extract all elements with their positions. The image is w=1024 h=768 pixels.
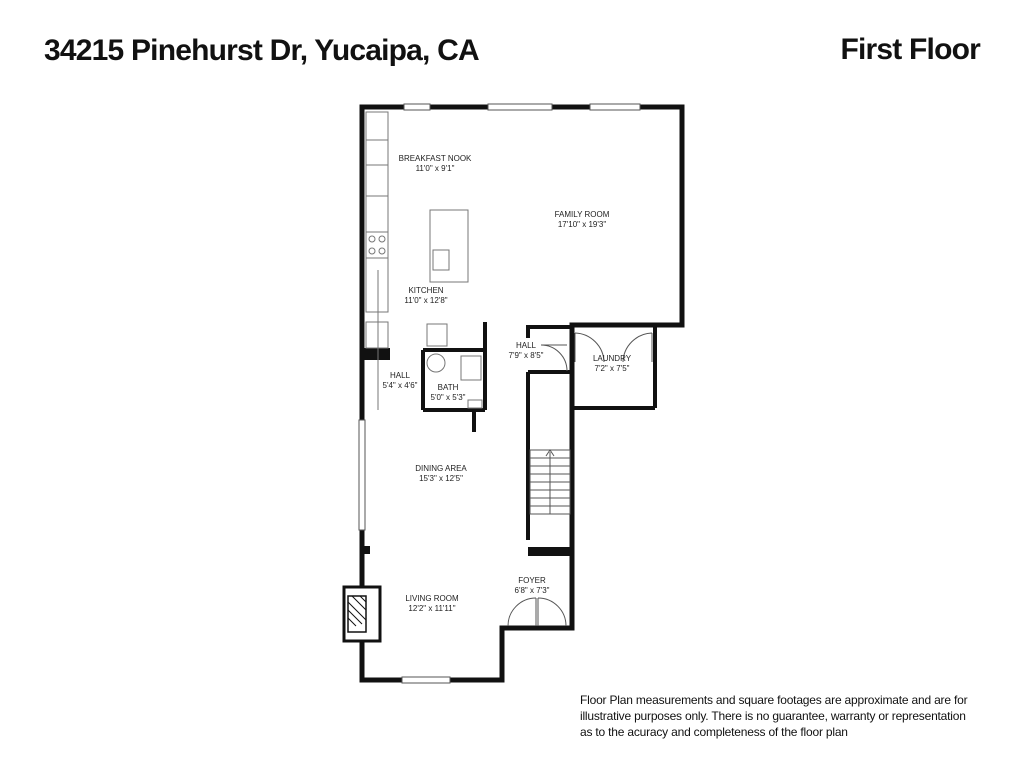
front-doors: [507, 597, 567, 627]
family-room-name: FAMILY ROOM: [555, 210, 610, 219]
laundry-dims: 7'2" x 7'5": [595, 364, 630, 373]
kitchen-counters: [365, 111, 469, 410]
foyer-name: FOYER: [518, 576, 546, 585]
disclaimer-line-1: Floor Plan measurements and square foota…: [580, 693, 968, 707]
kitchen-dims: 11'0" x 12'8": [404, 296, 447, 305]
floor-label: First Floor: [840, 33, 980, 66]
wall-blocks: [362, 348, 572, 556]
disclaimer: Floor Plan measurements and square foota…: [580, 692, 1000, 740]
dining-area-name: DINING AREA: [415, 464, 467, 473]
family-room-dims: 17'10" x 19'3": [558, 220, 606, 229]
breakfast-nook-name: BREAKFAST NOOK: [399, 154, 472, 163]
bath-dims: 5'0" x 5'3": [431, 393, 466, 402]
laundry-doors: [540, 332, 653, 372]
hall-upper-dims: 7'9" x 8'5": [509, 351, 544, 360]
kitchen-name: KITCHEN: [408, 286, 443, 295]
windows-top: [358, 103, 641, 684]
room-labels: BREAKFAST NOOK 11'0" x 9'1" FAMILY ROOM …: [383, 154, 632, 613]
hall-upper-name: HALL: [516, 341, 537, 350]
breakfast-nook-dims: 11'0" x 9'1": [416, 164, 455, 173]
bath-name: BATH: [438, 383, 459, 392]
fireplace: [342, 585, 382, 643]
property-address: 34215 Pinehurst Dr, Yucaipa, CA: [44, 34, 480, 67]
bath-fixtures: [426, 323, 483, 409]
foyer-dims: 6'8" x 7'3": [515, 586, 550, 595]
disclaimer-line-2: illustrative purposes only. There is no …: [580, 709, 966, 723]
stairs: [529, 449, 571, 515]
living-room-name: LIVING ROOM: [405, 594, 459, 603]
hall-lower-dims: 5'4" x 4'6": [383, 381, 418, 390]
dining-area-dims: 15'3" x 12'5": [419, 474, 463, 483]
interior-walls: [421, 322, 658, 540]
exterior-walls: [359, 104, 685, 683]
living-room-dims: 12'2" x 11'11": [408, 604, 455, 613]
disclaimer-line-3: as to the acuracy and completeness of th…: [580, 725, 848, 739]
hall-lower-name: HALL: [390, 371, 411, 380]
laundry-name: LAUNDRY: [593, 354, 632, 363]
